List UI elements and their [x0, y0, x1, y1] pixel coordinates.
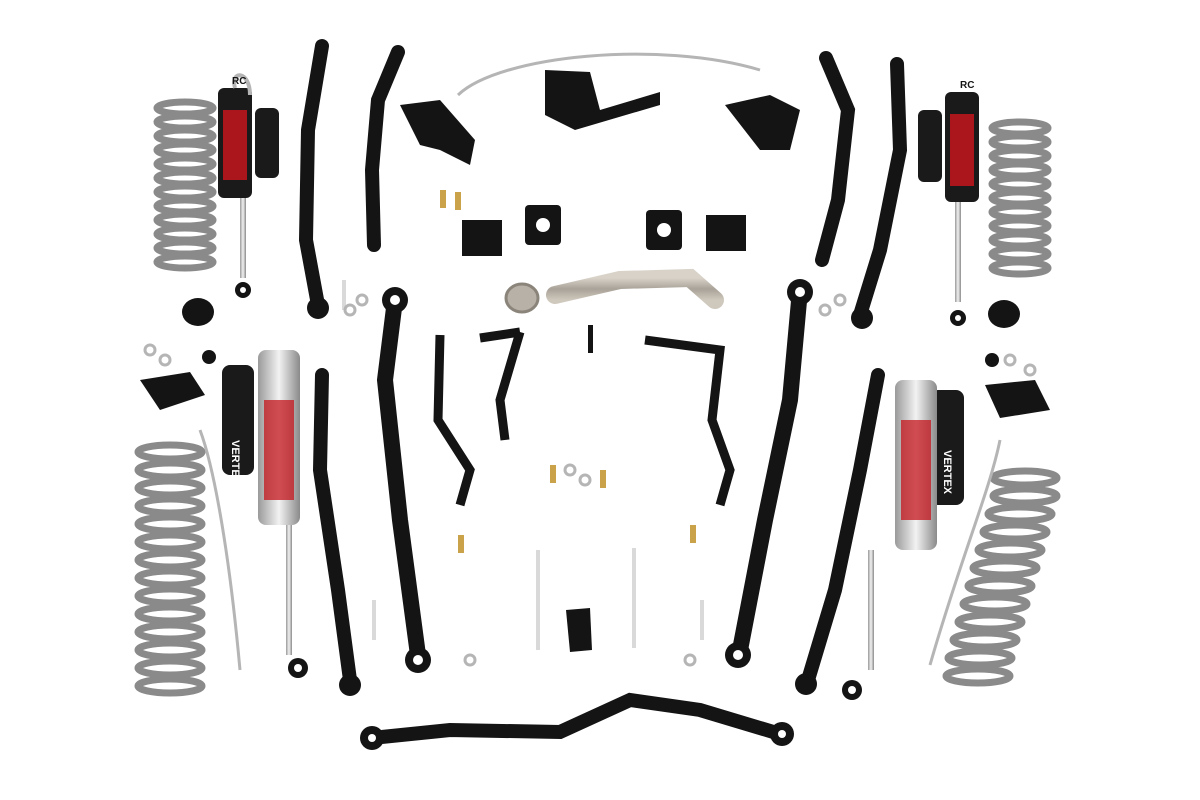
coil-spring-front-left [153, 98, 217, 272]
sway-link-brackets [140, 372, 1050, 652]
coil-spring-rear-left [134, 441, 206, 697]
shock-front-right [918, 92, 979, 326]
shock-rear-left [222, 350, 308, 678]
hardware-washers [143, 293, 1037, 667]
shock-logo-text-right: RC [960, 80, 974, 91]
track-bar [360, 692, 794, 750]
brackets-center [433, 327, 735, 507]
shock-brand-text-rear-left: VERTEX [229, 440, 241, 485]
control-arms-long [312, 282, 885, 687]
bushing-holes [390, 287, 805, 665]
hardware-bolts [342, 190, 704, 650]
coil-spring-rear-right [942, 467, 1061, 687]
brackets-top [400, 70, 800, 165]
control-arms-top [298, 39, 908, 322]
brake-lines [198, 52, 1002, 671]
blocks [462, 205, 746, 256]
shock-brand-text-rear-right: VERTEX [941, 450, 953, 495]
shock-front-left [218, 73, 279, 298]
bump-stops [182, 298, 1020, 367]
shock-logo-text: RC [232, 76, 246, 87]
shock-rear-right [842, 380, 964, 700]
exhaust-spacer-pipe [504, 268, 724, 314]
coil-spring-front-right [988, 118, 1052, 278]
